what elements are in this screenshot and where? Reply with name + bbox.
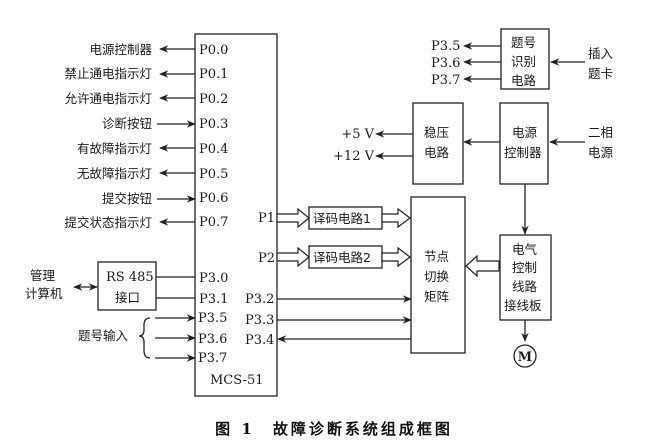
port-p0-5: P0.5 <box>199 167 228 182</box>
regulator-block <box>412 102 464 185</box>
regulator-label-1: 稳压 <box>424 125 449 140</box>
qid-block <box>500 28 550 90</box>
qid-out-p3-5: P3.5 <box>431 39 460 54</box>
matrix-label-3: 矩阵 <box>424 289 450 304</box>
port-p0-0: P0.0 <box>199 43 228 58</box>
p0-port-group: P0.0 P0.1 P0.2 P0.3 P0.4 P0.5 P0.6 P0.7 … <box>64 42 228 230</box>
port-p0-4: P0.4 <box>199 142 228 157</box>
port-p0-6: P0.6 <box>199 191 228 206</box>
mgmt-pc-label: 管理 <box>30 268 56 283</box>
wiring-board-label-3: 线路 <box>512 279 538 294</box>
port-p0-1: P0.1 <box>199 67 228 82</box>
device-power-allow-lamp: 允许通电指示灯 <box>64 91 152 106</box>
device-no-fault-lamp: 无故障指示灯 <box>77 166 152 181</box>
matrix-label-2: 切换 <box>424 269 450 284</box>
port-p0-3: P0.3 <box>199 117 228 132</box>
motor-icon <box>513 344 537 368</box>
port-p3-5: P3.5 <box>198 311 227 326</box>
port-p3-1: P3.1 <box>199 292 228 307</box>
port-p3-6: P3.6 <box>198 332 227 347</box>
power-source-label-2: 电源 <box>588 145 614 160</box>
insert-card-label-2: 题卡 <box>588 66 613 81</box>
qid-out-p3-6: P3.6 <box>431 56 460 71</box>
qid-label-2: 识别 <box>511 54 536 69</box>
matrix-block <box>410 196 466 354</box>
output-5v: +5 V <box>341 127 374 142</box>
regulator-label-2: 电路 <box>424 145 450 160</box>
figure-caption: 图 1 故障诊断系统组成框图 <box>215 420 453 438</box>
port-p3-7: P3.7 <box>198 351 227 366</box>
port-p3-0: P3.0 <box>199 271 228 286</box>
wiring-board-label-1: 电气 <box>512 242 538 257</box>
wiring-board-label-4: 接线板 <box>504 298 542 313</box>
question-input-label: 题号输入 <box>78 328 129 343</box>
decoder2-label: 译码电路2 <box>313 250 371 265</box>
decoder1-label: 译码电路1 <box>313 211 371 226</box>
device-fault-lamp: 有故障指示灯 <box>77 141 152 156</box>
device-submit-button: 提交按钮 <box>102 191 152 206</box>
rs485-label-2: 接口 <box>115 290 140 305</box>
qid-label-1: 题号 <box>511 35 536 50</box>
wiring-board-label-2: 控制 <box>512 260 537 275</box>
port-p0-7: P0.7 <box>199 215 228 230</box>
device-power-forbid-lamp: 禁止通电指示灯 <box>64 66 152 81</box>
device-submit-status-lamp: 提交状态指示灯 <box>64 215 152 230</box>
rs485-label: RS 485 <box>106 270 154 285</box>
insert-card-label-1: 插入 <box>588 46 614 61</box>
mgmt-pc-label-2: 计算机 <box>25 286 63 301</box>
wiring-board-block <box>499 234 552 321</box>
port-p1: P1 <box>258 211 275 226</box>
port-p3-3: P3.3 <box>245 313 274 328</box>
device-diagnose-button: 诊断按钮 <box>102 116 152 131</box>
power-controller-label-1: 电源 <box>512 125 538 140</box>
bus-arrow-p2 <box>276 246 310 268</box>
port-p3-2: P3.2 <box>245 292 274 307</box>
port-p0-2: P0.2 <box>199 92 228 107</box>
power-controller-label-2: 控制器 <box>504 145 542 160</box>
bus-arrow-p1 <box>276 207 310 229</box>
power-controller-block <box>499 102 549 185</box>
port-p2: P2 <box>258 251 275 266</box>
power-source-label-1: 二相 <box>588 125 613 140</box>
mcu-block <box>194 33 278 397</box>
bus-arrow-board-matrix <box>465 254 500 278</box>
qid-label-3: 电路 <box>511 73 537 88</box>
matrix-label-1: 节点 <box>424 249 449 264</box>
bus-arrow-decoder1 <box>381 207 411 229</box>
rs485-block <box>97 261 157 311</box>
output-12v: +12 V <box>333 149 375 164</box>
device-power-controller: 电源控制器 <box>89 42 152 57</box>
qid-out-p3-7: P3.7 <box>431 73 460 88</box>
motor-label: M <box>518 350 532 365</box>
port-p3-4: P3.4 <box>245 333 274 348</box>
mcu-label: MCS-51 <box>210 373 264 388</box>
brace <box>138 317 151 359</box>
bus-arrow-decoder2 <box>381 246 411 268</box>
